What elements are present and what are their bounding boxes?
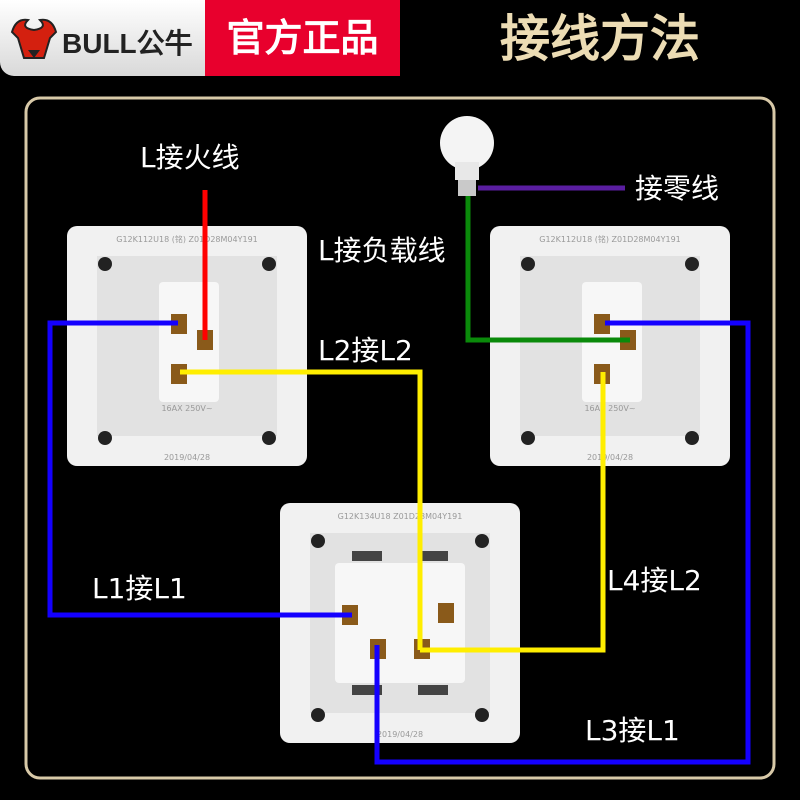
- label-live: L接火线: [140, 141, 240, 174]
- wire-l4-l2: [420, 372, 606, 653]
- wire-l2-l2: [180, 369, 423, 650]
- switch-date: 2019/04/28: [587, 453, 633, 462]
- label-neutral: 接零线: [635, 172, 719, 205]
- switch-date: 2019/04/28: [164, 453, 210, 462]
- page-title: 接线方法: [500, 10, 700, 68]
- label-l1-l1: L1接L1: [92, 572, 187, 605]
- label-l4-l2: L4接L2: [607, 564, 702, 597]
- label-l2-l2: L2接L2: [318, 334, 413, 367]
- switch-1: G12K112U18 (铭) Z01D28M04Y191 16AX 250V~ …: [67, 226, 307, 466]
- terminal-l2: [171, 364, 187, 384]
- terminal-l1: [594, 314, 610, 334]
- switch-rating: 16AX 250V~: [161, 404, 212, 413]
- terminal-l4: [438, 603, 454, 623]
- bull-logo-icon: [10, 18, 58, 59]
- wire-l3-l1: [374, 320, 751, 765]
- brand-logo: BULL公牛: [0, 0, 205, 76]
- switch-model: G12K112U18 (铭) Z01D28M04Y191: [116, 234, 258, 244]
- switch-3: G12K134U18 Z01D28M04Y191 2019/04/28: [280, 503, 520, 743]
- label-l3-l1: L3接L1: [585, 714, 680, 747]
- official-badge: 官方正品: [205, 0, 400, 76]
- brand-name: BULL公牛: [62, 28, 193, 59]
- wire-l1-l1: [47, 320, 352, 618]
- switch-date: 2019/04/28: [377, 730, 423, 739]
- switch-model: G12K134U18 Z01D28M04Y191: [338, 512, 463, 521]
- wire-load: [465, 196, 630, 343]
- terminal-l1: [171, 314, 187, 334]
- switch-model: G12K112U18 (铭) Z01D28M04Y191: [539, 234, 681, 244]
- switch-terminal-block: [335, 563, 465, 683]
- switch-rating: 16AX 250V~: [584, 404, 635, 413]
- frame-border: [24, 96, 776, 780]
- switch-2: G12K112U18 (铭) Z01D28M04Y191 16AX 250V~ …: [490, 226, 730, 466]
- light-bulb-icon: [440, 116, 494, 196]
- header: BULL公牛 官方正品 接线方法: [0, 0, 800, 78]
- label-load: L接负载线: [318, 234, 446, 267]
